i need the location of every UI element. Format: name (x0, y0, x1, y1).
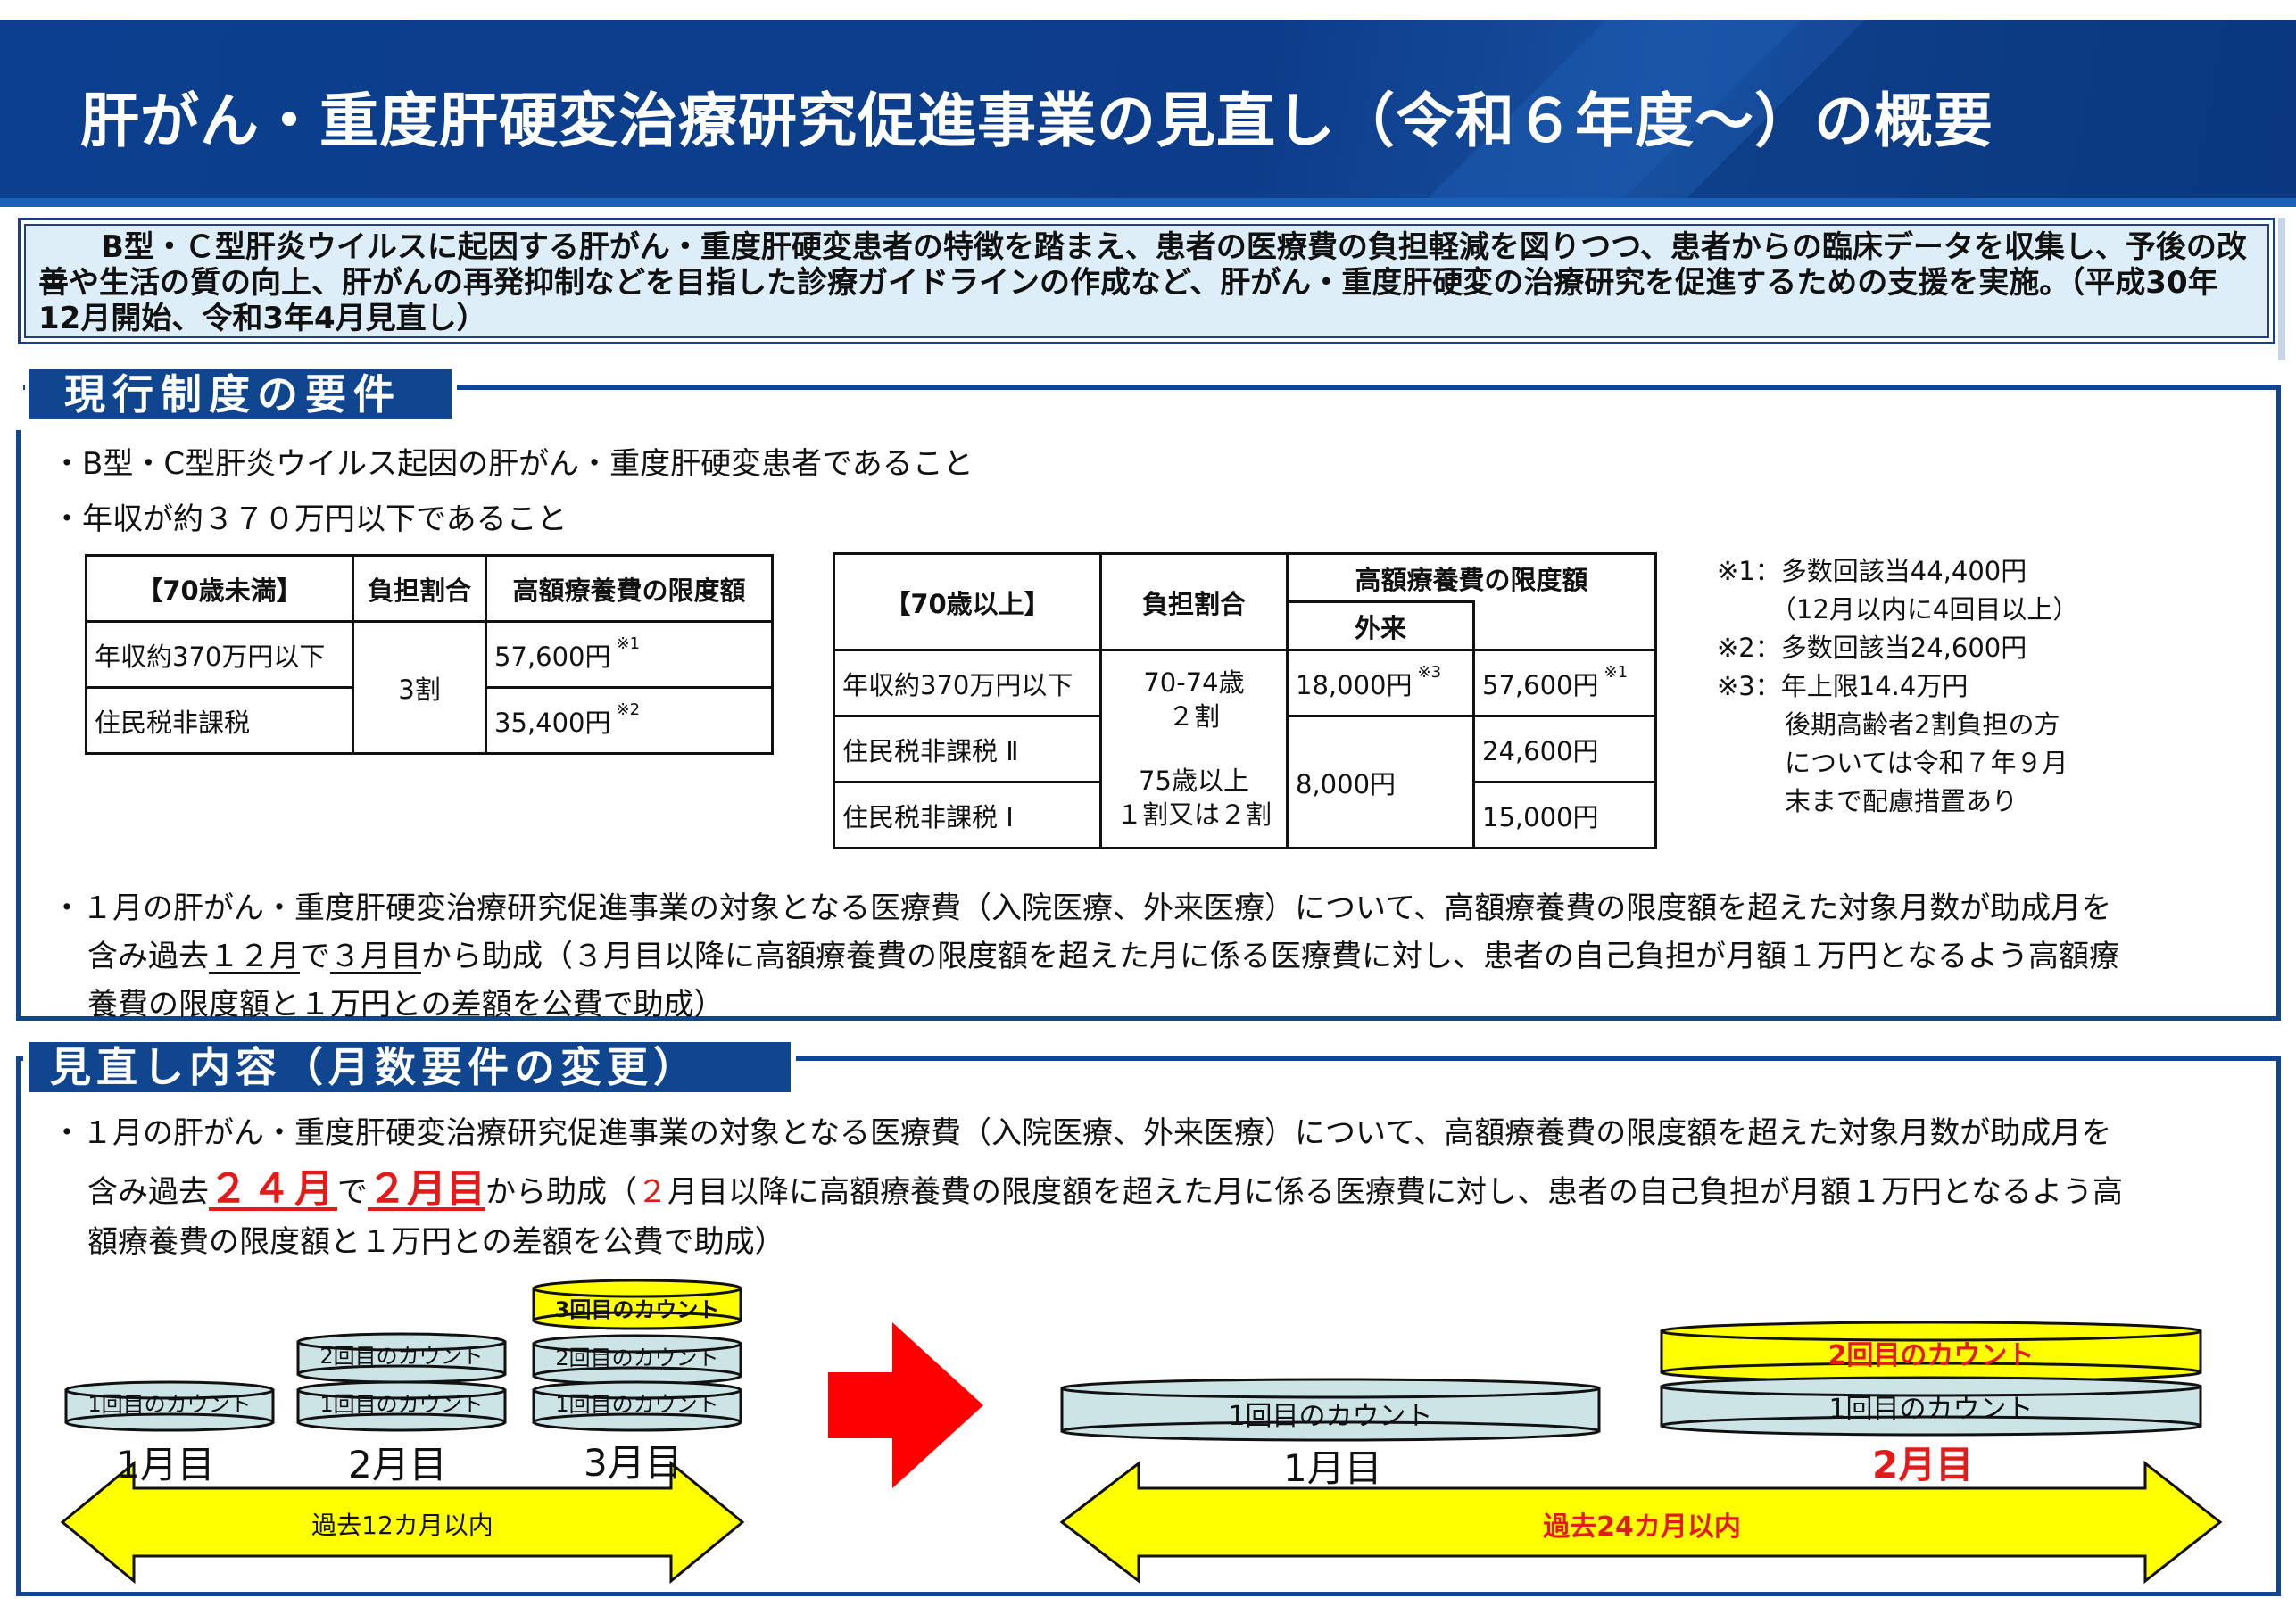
old-range-label: 過去12カ月以内 (311, 1511, 493, 1540)
old-month-2: 2月目 (348, 1443, 447, 1486)
new-range-arrow (1059, 1460, 2223, 1585)
footnote-2: ※2：多数回該当24,600円 (1717, 633, 2027, 663)
over70-header-ratio: 負担割合 (1099, 552, 1289, 651)
new-m2-coin2 (1660, 1321, 2202, 1383)
over70-row2-label: 住民税非課税 Ⅱ (833, 715, 1102, 783)
footnote-1: ※1：多数回該当44,400円 (1717, 556, 2027, 586)
old-month-1: 1月目 (116, 1443, 215, 1486)
footnote-3: ※3：年上限14.4万円 (1717, 671, 1969, 701)
over70-row1-limit: 57,600円※1 (1472, 649, 1657, 717)
new-m2-coin2-label: 2回目のカウント (1828, 1340, 2035, 1371)
over70-header-blank (1472, 601, 1657, 651)
over70-header-age: 【70歳以上】 (833, 552, 1102, 651)
old-m3-coin1-label: 1回目のカウント (555, 1392, 719, 1417)
old-m2-coin2-label: 2回目のカウント (319, 1344, 484, 1369)
revision-line3: 額療養費の限度額と１万円との差額を公費で助成） (87, 1224, 785, 1260)
over70-row3-label: 住民税非課税 Ⅰ (833, 781, 1102, 849)
over70-row3-limit: 15,000円 (1472, 781, 1657, 849)
current-section-heading: 現行制度の要件 (29, 369, 452, 419)
old-range-arrow (60, 1460, 745, 1585)
under70-header-age: 【70歳未満】 (85, 554, 354, 623)
footnote-3-detail-1: 後期高齢者2割負担の方 (1785, 709, 2060, 740)
footnote-3-detail-3: 末まで配慮措置あり (1785, 786, 2018, 816)
under70-table: 【70歳未満】 負担割合 高額療養費の限度額 年収約370万円以下 3割 57,… (85, 554, 774, 755)
old-m3-coin3-label: 3回目のカウント (554, 1297, 720, 1322)
over70-row2-limit: 24,600円 (1472, 715, 1657, 783)
current-bullet-income: ・年収が約３７０万円以下であること (52, 501, 568, 537)
over70-header-limit: 高額療養費の限度額 (1286, 552, 1657, 602)
under70-row2-label: 住民税非課税 (85, 686, 354, 755)
current-subsidy-line2: 含み過去１２月で３月目から助成（３月目以降に高額療養費の限度額を超えた月に係る医… (87, 939, 2119, 974)
current-subsidy-line1: ・１月の肝がん・重度肝硬変治療研究促進事業の対象となる医療費（入院医療、外来医療… (52, 890, 2112, 926)
over70-table: 【70歳以上】 負担割合 高額療養費の限度額 外来 年収約370万円以下 70-… (833, 552, 1657, 849)
current-bullet-virus: ・B型・C型肝炎ウイルス起因の肝がん・重度肝硬変患者であること (52, 446, 974, 482)
old-month-3: 3月目 (584, 1441, 683, 1485)
page-title: 肝がん・重度肝硬変治療研究促進事業の見直し（令和６年度～）の概要 (80, 87, 1993, 155)
change-arrow (828, 1322, 983, 1488)
revision-line1: ・１月の肝がん・重度肝硬変治療研究促進事業の対象となる医療費（入院医療、外来医療… (52, 1115, 2112, 1151)
new-month-1: 1月目 (1283, 1446, 1382, 1490)
new-m2-coin1 (1660, 1376, 2202, 1437)
old-m3-coin3 (532, 1279, 742, 1330)
banner-decoration (1339, 20, 2296, 207)
over70-row1-outpatient: 18,000円※3 (1286, 649, 1475, 717)
intro-shadow (2278, 218, 2285, 360)
footnote-3-detail-2: については令和７年９月 (1785, 748, 2068, 778)
footnote-1-detail: （12月以内に4回目以上） (1770, 594, 2079, 625)
revision-section-heading: 見直し内容（月数要件の変更） (29, 1042, 791, 1092)
old-m3-coin2-label: 2回目のカウント (555, 1346, 719, 1370)
current-section-rule (473, 385, 2281, 390)
new-m1-coin1 (1060, 1378, 1601, 1442)
corner-mask (16, 385, 23, 430)
over70-header-outpatient: 外来 (1286, 600, 1475, 651)
footnotes: ※1：多数回該当44,400円 （12月以内に4回目以上） ※2：多数回該当24… (1717, 552, 2078, 821)
revision-section-rule (808, 1056, 2281, 1061)
under70-row2-amount: 35,400円※2 (485, 686, 774, 755)
under70-row1-amount: 57,600円※1 (485, 620, 774, 689)
over70-ratio: 70-74歳 ２割 75歳以上 １割又は２割 (1099, 649, 1289, 849)
banner-stripe (0, 198, 2296, 207)
over70-row23-outpatient: 8,000円 (1286, 715, 1475, 849)
new-month-2: 2月目 (1872, 1443, 1974, 1486)
under70-row1-label: 年収約370万円以下 (85, 620, 354, 689)
coin-diagram-shapes (60, 1279, 2223, 1585)
old-m1-coin1-label: 1回目のカウント (87, 1392, 252, 1417)
revision-line2: 含み過去２４月で２月目から助成（２月目以降に高額療養費の限度額を超えた月に係る医… (87, 1166, 2123, 1212)
new-m2-coin1-label: 1回目のカウント (1828, 1394, 2034, 1425)
under70-ratio: 3割 (352, 620, 487, 755)
over70-row1-label: 年収約370万円以下 (833, 649, 1102, 717)
under70-header-limit: 高額療養費の限度額 (485, 554, 774, 623)
old-m2-coin1-label: 1回目のカウント (319, 1392, 484, 1417)
current-subsidy-line3: 養費の限度額と１万円との差額を公費で助成） (87, 987, 725, 1023)
new-m1-coin1-label: 1回目のカウント (1228, 1401, 1433, 1432)
intro-box: B型・Ｃ型肝炎ウイルスに起因する肝がん・重度肝硬変患者の特徴を踏まえ、患者の医療… (18, 218, 2275, 344)
under70-header-ratio: 負担割合 (352, 554, 487, 623)
intro-text: B型・Ｃ型肝炎ウイルスに起因する肝がん・重度肝硬変患者の特徴を踏まえ、患者の医療… (38, 229, 2247, 336)
banner-stripes (1419, 20, 2296, 207)
new-range-label: 過去24カ月以内 (1543, 1511, 1741, 1543)
